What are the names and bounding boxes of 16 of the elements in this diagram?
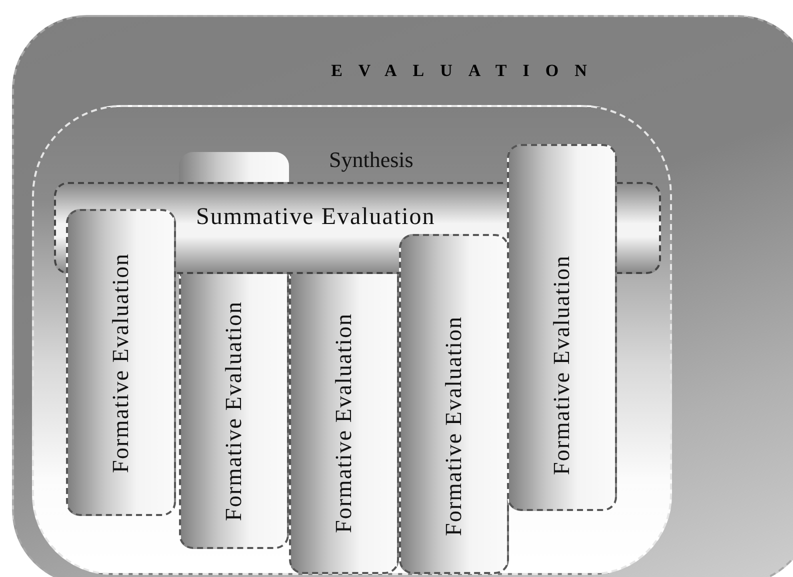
column-label: Formative Evaluation bbox=[331, 313, 357, 533]
column-label: Formative Evaluation bbox=[221, 300, 247, 520]
column-bar bbox=[179, 274, 289, 549]
column-label: Formative Evaluation bbox=[108, 252, 134, 472]
column-label: Formative Evaluation bbox=[549, 254, 575, 474]
column-bar bbox=[399, 234, 509, 574]
column-top bbox=[179, 152, 289, 182]
column-bar bbox=[507, 144, 617, 511]
outer-panel bbox=[12, 15, 793, 577]
synthesis-panel bbox=[32, 105, 672, 575]
layer-label: EVALUATION bbox=[331, 61, 603, 80]
column-label: Formative Evaluation bbox=[441, 316, 467, 536]
layer-label: Summative Evaluation bbox=[196, 204, 436, 231]
column-bar bbox=[289, 274, 399, 574]
layer-label: Synthesis bbox=[329, 147, 414, 173]
column-bar bbox=[66, 209, 176, 516]
